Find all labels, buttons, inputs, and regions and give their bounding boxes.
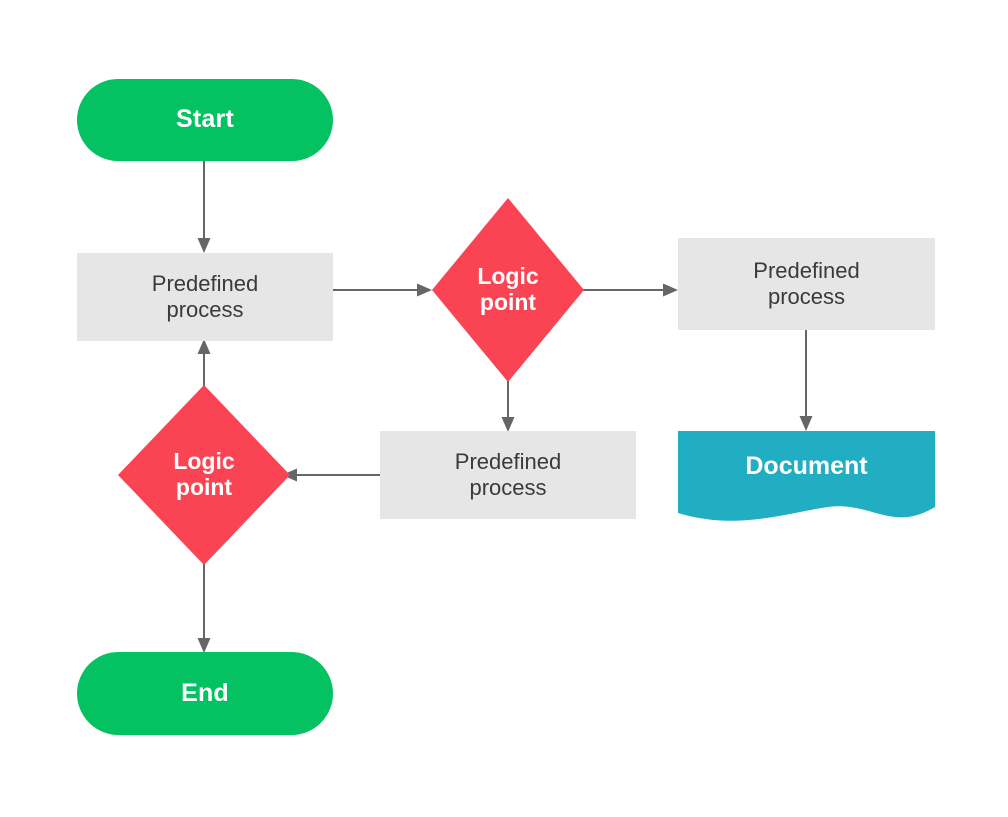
node-process-left-label: Predefined process xyxy=(151,271,259,322)
node-process-bottom[interactable]: Predefined process xyxy=(380,431,636,519)
connector-process-right-to-document xyxy=(792,329,820,435)
node-document[interactable]: Document xyxy=(678,431,935,526)
node-process-right[interactable]: Predefined process xyxy=(678,238,935,330)
connector-process-left-to-decision-top xyxy=(333,276,435,304)
diamond-shape-icon xyxy=(432,198,584,382)
document-label-wrap: Document xyxy=(678,431,935,503)
connector-decision-bottom-to-end xyxy=(190,558,218,658)
node-start[interactable]: Start xyxy=(77,79,333,161)
node-decision-top[interactable]: Logic point xyxy=(432,198,584,382)
node-document-label: Document xyxy=(745,452,868,481)
node-end-label: End xyxy=(181,678,229,707)
node-end[interactable]: End xyxy=(77,652,333,735)
connector-process-bottom-to-decision-bottom xyxy=(278,461,383,489)
connector-start-to-process-left xyxy=(190,160,218,256)
node-process-right-label: Predefined process xyxy=(753,258,860,309)
connector-decision-bottom-to-process-left xyxy=(190,336,218,392)
diamond-shape-icon xyxy=(118,385,290,565)
node-decision-bottom-label: Logic point xyxy=(173,448,235,500)
connector-decision-top-to-process-right xyxy=(583,276,681,304)
document-shape-icon xyxy=(678,431,935,521)
node-process-bottom-label: Predefined process xyxy=(454,449,562,500)
node-decision-bottom[interactable]: Logic point xyxy=(118,385,290,565)
node-start-label: Start xyxy=(176,105,234,134)
node-process-left[interactable]: Predefined process xyxy=(77,253,333,341)
node-decision-top-label: Logic point xyxy=(477,263,539,315)
